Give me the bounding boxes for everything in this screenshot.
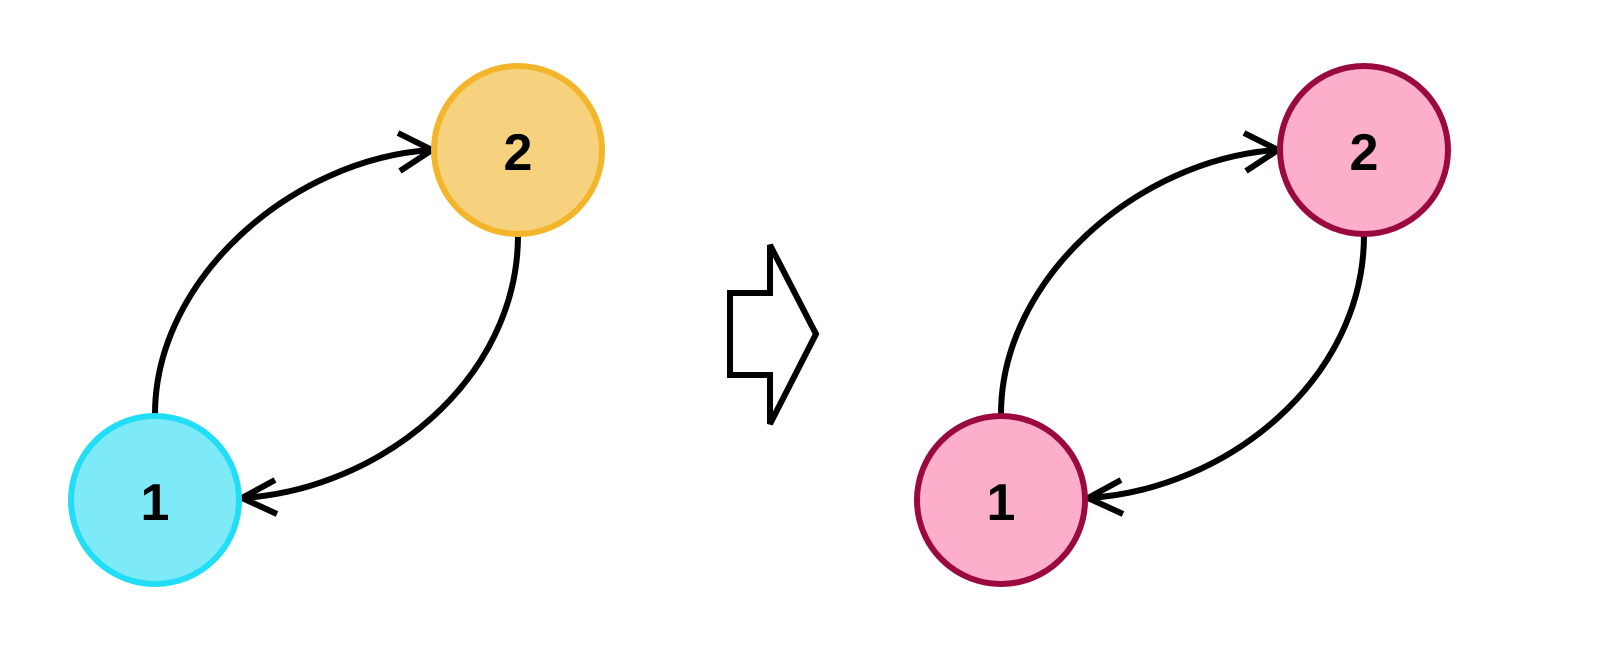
node-2: [431, 63, 605, 237]
arrowhead-2-to-1: [1081, 477, 1125, 517]
node-1: [914, 413, 1088, 587]
node-1-label: 1: [987, 474, 1016, 532]
edge-1-to-2: [998, 147, 1277, 415]
node-1: [68, 413, 242, 587]
edge-2-to-1: [1087, 234, 1367, 501]
node-2-label: 2: [1350, 124, 1379, 182]
node-2-label: 2: [504, 124, 533, 182]
node-1-label: 1: [141, 474, 170, 532]
arrowhead-2-to-1: [235, 477, 279, 517]
hollow-right-arrow-icon: [727, 243, 820, 426]
edge-1-to-2: [152, 147, 431, 415]
edge-2-to-1: [241, 234, 521, 501]
left-graph: 1 2: [68, 63, 605, 587]
node-2: [1277, 63, 1451, 237]
right-graph: 1 2: [914, 63, 1451, 587]
